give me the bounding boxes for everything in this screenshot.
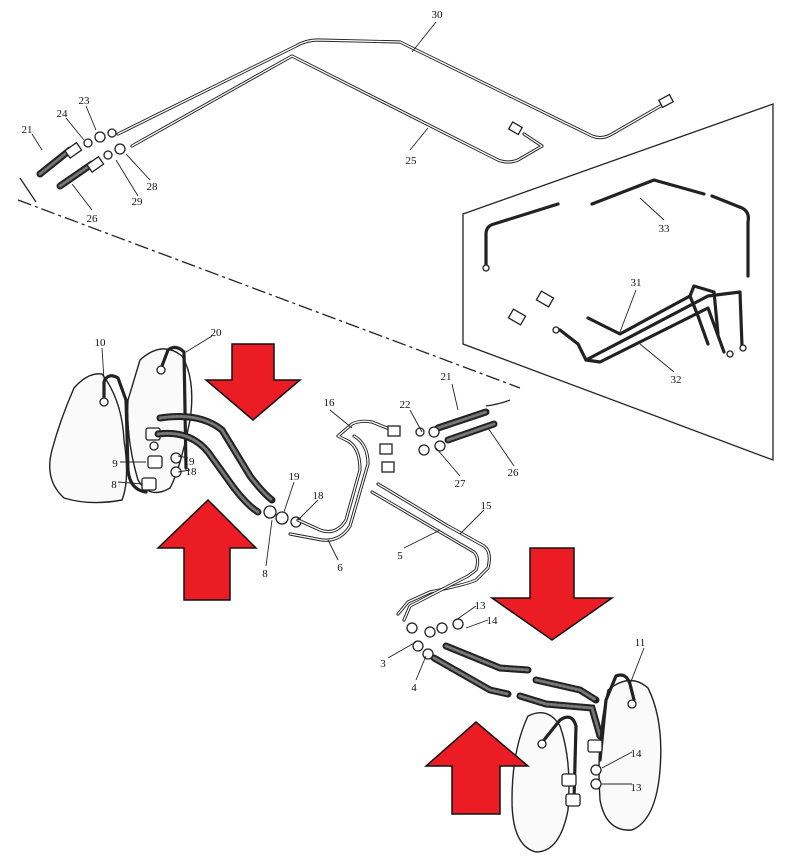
callout-30: 30	[432, 9, 444, 21]
callout-14: 14	[631, 748, 643, 760]
part-callouts: 3023242125282926333132102016212219189819…	[22, 9, 682, 794]
pipe-6	[288, 434, 370, 542]
callout-29: 29	[132, 196, 144, 208]
pipe-32	[558, 290, 747, 364]
callout-24: 24	[57, 108, 69, 120]
inset-fittings	[507, 290, 560, 334]
red-arrow-up-left	[156, 498, 258, 601]
callout-18: 18	[186, 466, 198, 478]
center-right-hoses	[415, 399, 511, 456]
callout-3: 3	[380, 658, 386, 670]
callout-27: 27	[455, 478, 467, 490]
callout-19: 19	[289, 471, 301, 483]
callout-26: 26	[87, 213, 99, 225]
lower-center-hoses	[412, 618, 604, 740]
callout-31: 31	[631, 277, 642, 289]
callout-13: 13	[631, 782, 643, 794]
red-arrow-up-lower-right	[424, 721, 531, 815]
center-tee-fittings	[379, 425, 401, 473]
callout-18: 18	[313, 490, 325, 502]
left-wheel-cylinder-10	[49, 345, 193, 504]
callout-14: 14	[487, 615, 499, 627]
pipe-25	[130, 54, 544, 164]
callout-5: 5	[397, 550, 403, 562]
red-arrow-down-right	[489, 547, 615, 641]
callout-20: 20	[211, 327, 223, 339]
callout-19: 19	[184, 456, 196, 468]
inset-frame-right	[462, 103, 774, 461]
top-hose-26	[56, 143, 126, 190]
callout-13: 13	[475, 600, 487, 612]
top-hose-21	[36, 128, 117, 178]
pipe-5-15	[370, 482, 491, 634]
callout-9: 9	[112, 458, 118, 470]
callout-8: 8	[262, 568, 268, 580]
callout-26: 26	[508, 467, 520, 479]
pipe-33	[482, 178, 750, 278]
callout-16: 16	[324, 397, 336, 409]
callout-21: 21	[22, 124, 33, 136]
callout-8: 8	[111, 479, 117, 491]
pipe-16	[296, 419, 394, 534]
callout-4: 4	[411, 682, 417, 694]
callout-25: 25	[406, 155, 418, 167]
callout-32: 32	[671, 374, 682, 386]
callout-23: 23	[79, 95, 91, 107]
callout-6: 6	[337, 562, 343, 574]
callout-33: 33	[659, 223, 671, 235]
inset-frame-top	[17, 177, 521, 389]
callout-28: 28	[147, 181, 159, 193]
pipe-30	[116, 38, 675, 140]
callout-10: 10	[95, 337, 107, 349]
right-wheel-cylinder-11	[511, 673, 662, 853]
callout-11: 11	[635, 637, 646, 649]
callout-22: 22	[400, 399, 411, 411]
callout-21: 21	[441, 371, 452, 383]
left-hoses	[154, 413, 302, 528]
callout-15: 15	[481, 500, 493, 512]
leader-lines	[31, 21, 675, 785]
red-arrow-down-upper-left	[203, 343, 303, 421]
